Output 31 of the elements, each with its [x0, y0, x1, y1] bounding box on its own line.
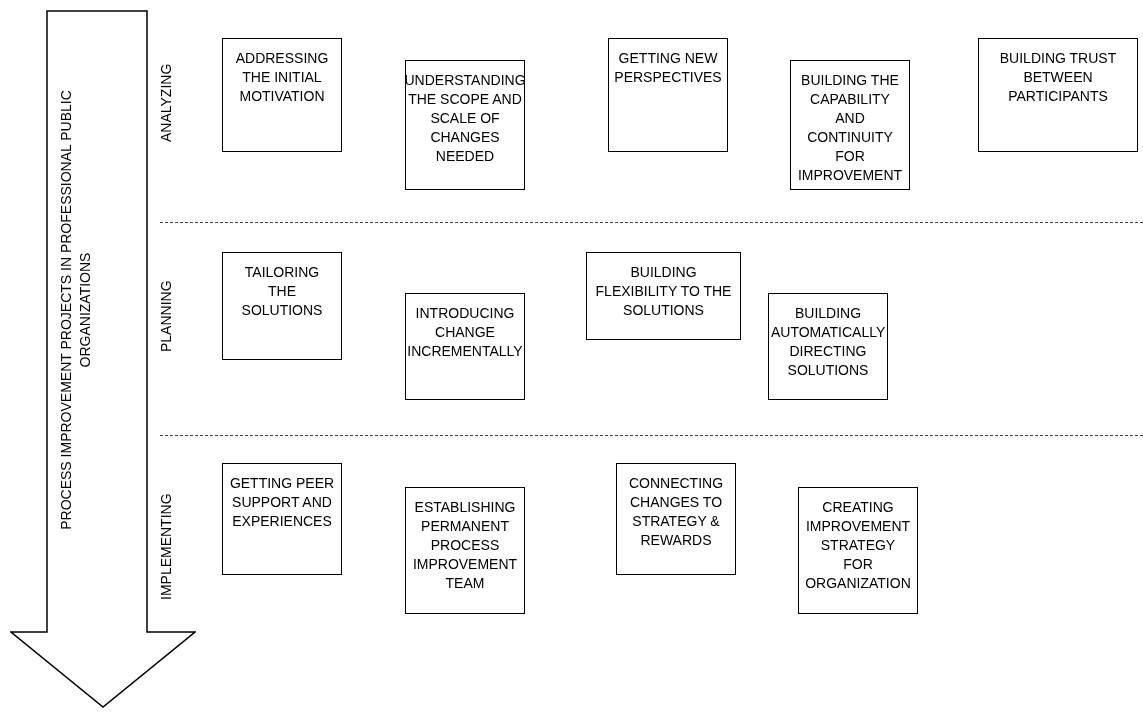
step-box	[586, 252, 741, 340]
step-box	[608, 38, 728, 152]
step-text: BUILDING THE CAPABILITY AND CONTINUITY FOR IMPROVEMENT	[797, 71, 903, 185]
step-box	[790, 60, 910, 190]
step-box	[798, 487, 918, 614]
step-box	[405, 60, 525, 190]
step-text: ADDRESSING THE INITIAL MOTIVATION	[234, 49, 330, 106]
step-text: INTRODUCING CHANGE INCREMENTALLY	[407, 304, 523, 361]
step-text: GETTING PEER SUPPORT AND EXPERIENCES	[229, 474, 335, 531]
step-box	[405, 487, 525, 614]
phase-label: IMPLEMENTING	[158, 493, 174, 600]
step-text: BUILDING TRUST BETWEEN PARTICIPANTS	[998, 49, 1118, 106]
step-box	[616, 463, 736, 575]
step-box	[978, 38, 1138, 152]
phase-label: ANALYZING	[158, 63, 174, 142]
step-text: TAILORING THE SOLUTIONS	[240, 263, 324, 320]
step-text: ESTABLISHING PERMANENT PROCESS IMPROVEMENT TEAM	[412, 498, 518, 593]
arrow-text: PROCESS IMPROVEMENT PROJECTS IN PROFESSIONAL PUBLIC ORGANIZATIONS	[57, 89, 94, 532]
step-text: BUILDING AUTOMATICALLY DIRECTING SOLUTIONS	[770, 304, 886, 380]
step-box	[405, 293, 525, 400]
phase-label: PLANNING	[158, 280, 174, 352]
step-text: CREATING IMPROVEMENT STRATEGY FOR ORGANIZATION	[805, 498, 911, 593]
step-box	[222, 38, 342, 152]
down-arrow-shape	[10, 10, 196, 708]
step-box	[768, 293, 888, 400]
step-text: GETTING NEW PERSPECTIVES	[614, 49, 722, 87]
step-text: BUILDING FLEXIBILITY TO THE SOLUTIONS	[594, 263, 733, 320]
step-box	[222, 252, 342, 360]
step-box	[222, 463, 342, 575]
step-text: UNDERSTANDING THE SCOPE AND SCALE OF CHANGES NEEDED	[404, 71, 526, 166]
step-text: CONNECTING CHANGES TO STRATEGY & REWARDS	[627, 474, 725, 550]
